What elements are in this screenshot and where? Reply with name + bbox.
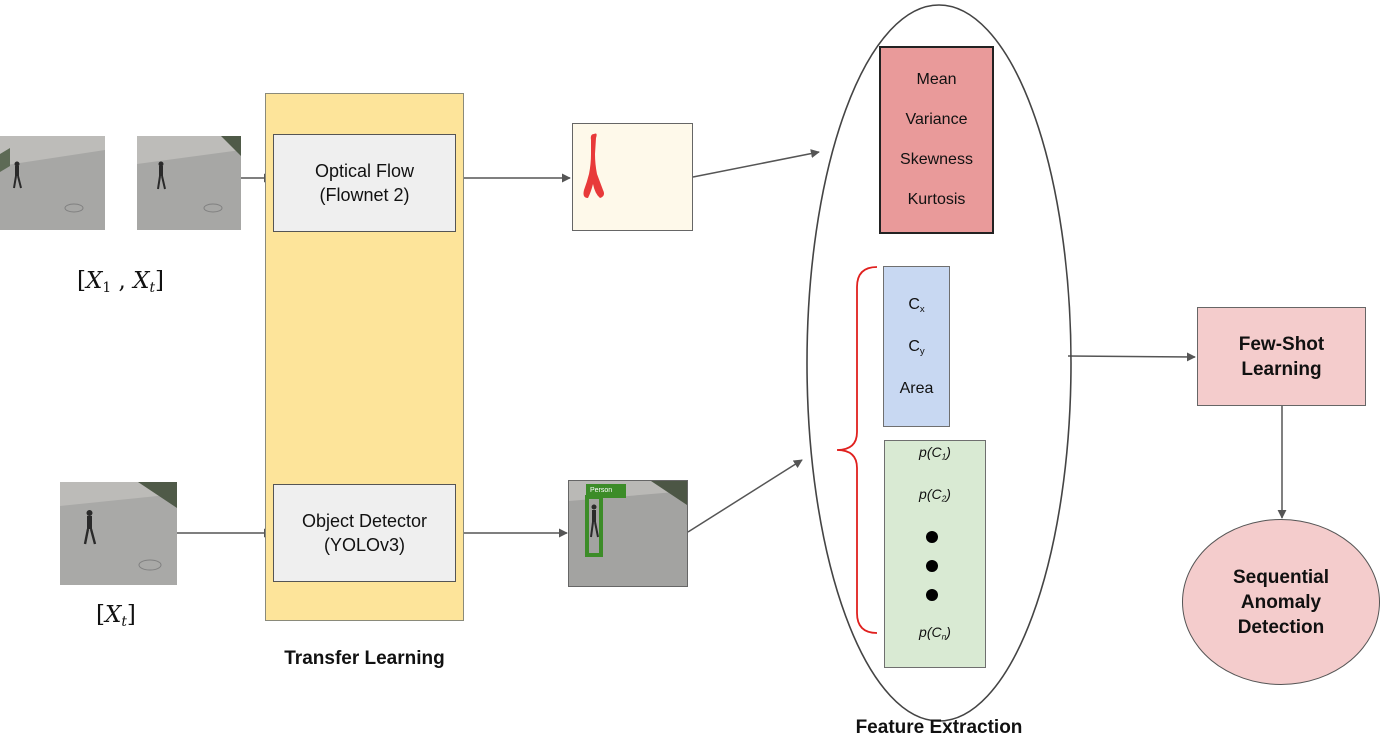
stat-kurtosis: Kurtosis (907, 191, 966, 208)
input-single-label: [Xt] (96, 602, 136, 631)
flow-map-image (583, 133, 604, 198)
stat-variance: Variance (905, 111, 968, 128)
object-detector-title: Object Detector (301, 511, 428, 531)
prob-cn: p(Cn) (919, 624, 951, 642)
input-frame-x1 (0, 136, 105, 230)
input-pair-label: [X1 , Xt] (77, 268, 164, 297)
class-probability-box (884, 440, 986, 668)
red-bracket (836, 266, 878, 634)
optical-flow-box: Optical Flow (Flownet 2) (273, 134, 456, 232)
optical-flow-model: (Flownet 2) (319, 185, 410, 205)
ellipsis-dot (926, 531, 938, 543)
position-features-box: Cx Cy Area (883, 266, 950, 427)
anomaly-line3: Detection (1237, 616, 1325, 638)
stat-mean: Mean (916, 71, 957, 88)
few-shot-line1: Few-Shot (1238, 333, 1325, 355)
feature-extraction-ellipse (806, 4, 1072, 722)
few-shot-learning-box: Few-Shot Learning (1197, 307, 1366, 406)
feature-cy: Cy (908, 338, 925, 357)
flow-statistics-box: Mean Variance Skewness Kurtosis (879, 46, 994, 234)
anomaly-line2: Anomaly (1240, 591, 1322, 613)
arrow-detection-to-features (687, 459, 803, 533)
optical-flow-title: Optical Flow (314, 161, 415, 181)
feature-extraction-title: Feature Extraction (855, 717, 1023, 738)
detection-tag: Person (590, 487, 613, 494)
anomaly-detection-circle: Sequential Anomaly Detection (1182, 519, 1380, 685)
ellipsis-dot (926, 560, 938, 572)
input-frame-xt (137, 136, 241, 230)
anomaly-line1: Sequential (1232, 566, 1330, 588)
feature-cx: Cx (908, 296, 925, 315)
few-shot-line2: Learning (1241, 358, 1322, 380)
prob-c1: p(C1) (919, 444, 951, 462)
detection-image (569, 481, 687, 586)
feature-area: Area (899, 379, 934, 397)
walkway-image (0, 136, 105, 230)
walkway-image (137, 136, 241, 230)
input-frame-single (60, 482, 177, 585)
optical-flow-output (572, 123, 693, 231)
object-detector-model: (YOLOv3) (323, 535, 406, 555)
prob-c2: p(C2) (919, 486, 951, 504)
stat-skewness: Skewness (900, 151, 973, 168)
walkway-image (60, 482, 177, 585)
object-detector-box: Object Detector (YOLOv3) (273, 484, 456, 582)
arrow-flowmap-to-features (692, 149, 820, 178)
detection-output: Person (568, 480, 688, 587)
arrow-features-to-fewshot (1067, 352, 1196, 362)
ellipsis-dot (926, 589, 938, 601)
transfer-learning-title: Transfer Learning (284, 648, 445, 669)
